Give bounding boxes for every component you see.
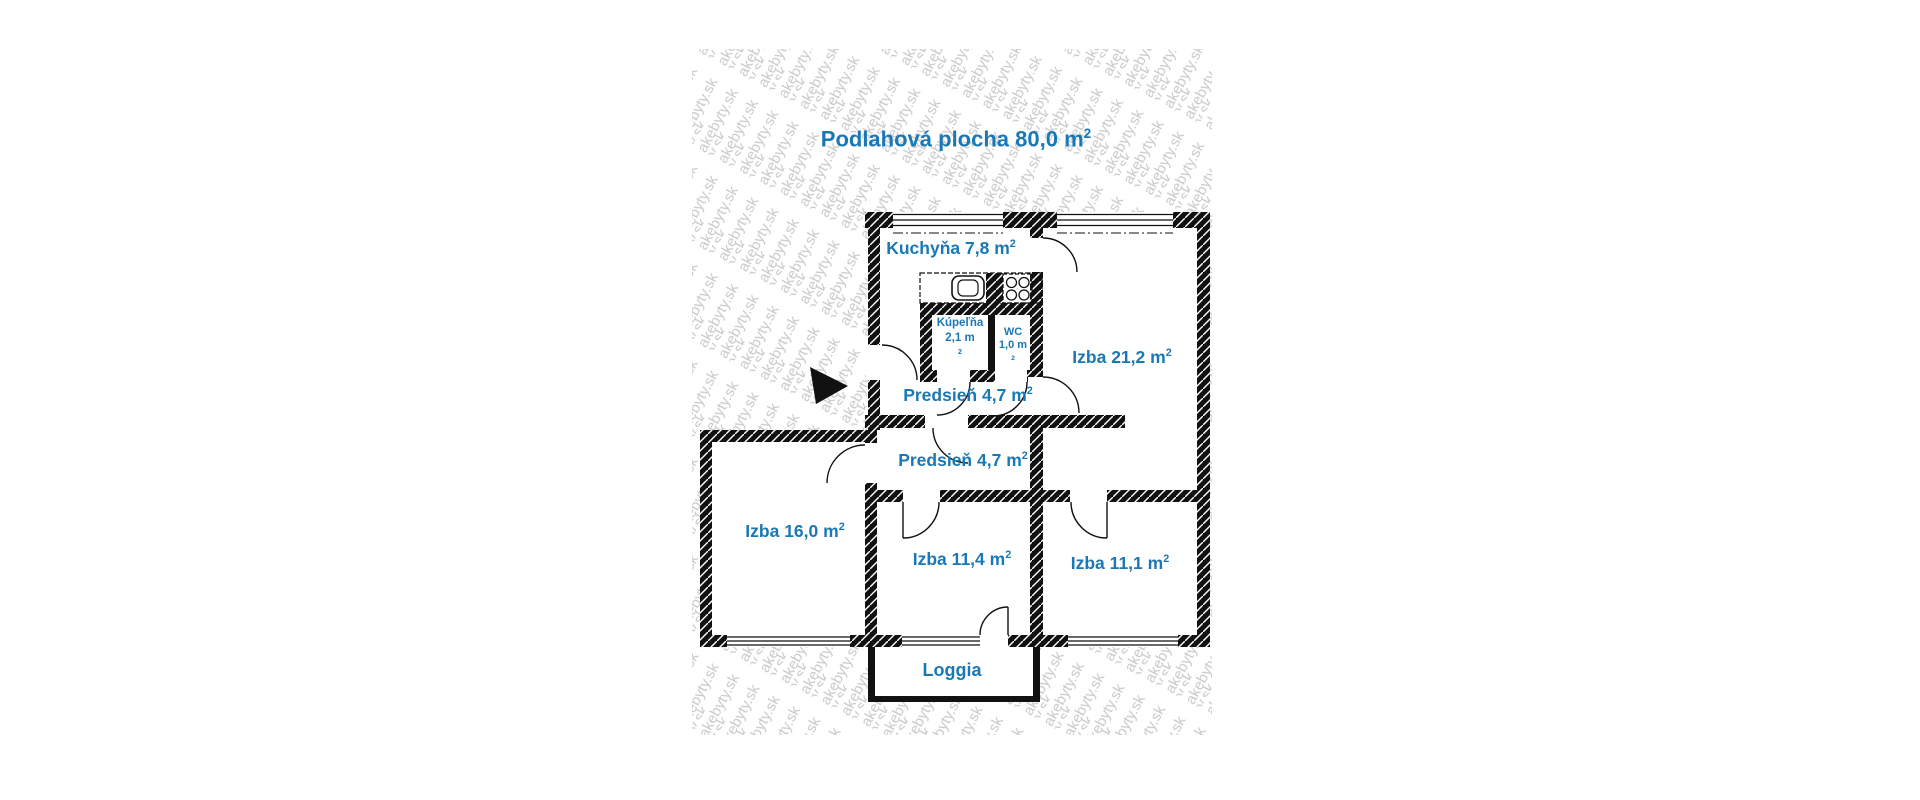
sink-icon	[957, 279, 979, 297]
room-label-izba-11-4: Izba 11,4 m2	[912, 549, 1012, 569]
room-label-predsien-horna: Predsieň 4,7 m2	[903, 385, 1033, 405]
room-label-predsien-dolna: Predsieň 4,7 m2	[898, 450, 1028, 470]
door-opening	[1070, 488, 1107, 504]
floor-plan-svg	[700, 212, 1210, 702]
door-opening	[1028, 377, 1045, 415]
window	[902, 635, 980, 647]
door-arc	[902, 501, 940, 539]
door-arc	[936, 381, 971, 416]
door-opening	[1028, 238, 1045, 272]
door-openings-group	[863, 238, 1107, 649]
window	[893, 212, 1003, 228]
entrance-arrow-icon	[810, 367, 848, 404]
sink-icon	[951, 275, 985, 301]
room-label-izba-11-1: Izba 11,1 m2	[1070, 553, 1170, 573]
door-arc	[1042, 237, 1078, 273]
kitchen-fixtures-group	[919, 272, 1043, 304]
loggia-wall	[868, 696, 1040, 702]
room-label-izba-16: Izba 16,0 m2	[745, 521, 845, 541]
door-arc	[932, 427, 969, 464]
wall	[700, 430, 712, 647]
door-opening	[925, 413, 968, 430]
door-arc	[992, 381, 1028, 417]
room-label-loggia: Loggia	[922, 660, 982, 680]
window	[1057, 212, 1173, 228]
wall	[877, 490, 1197, 502]
wall	[700, 430, 877, 442]
door-opening	[995, 368, 1027, 384]
wall	[988, 315, 995, 370]
doors-group	[826, 237, 1108, 636]
wall	[920, 303, 932, 382]
door-arc	[1070, 501, 1108, 539]
kitchen-counter	[919, 272, 1043, 304]
room-label-izba-21: Izba 21,2 m2	[1072, 347, 1172, 367]
door-opening	[903, 488, 940, 504]
wall	[920, 303, 1030, 315]
loggia-wall	[868, 647, 875, 702]
wall	[1197, 212, 1210, 647]
stove-icon	[1002, 273, 1033, 304]
wall	[1030, 228, 1043, 647]
room-label-kuchyna: Kuchyňa 7,8 m2	[886, 238, 1016, 258]
door-arc	[826, 444, 866, 484]
door-arc	[881, 344, 918, 381]
windows-group	[727, 212, 1178, 647]
wall	[868, 212, 880, 430]
vent-shaft	[986, 273, 1003, 303]
door-opening	[937, 368, 970, 384]
door-opening	[980, 633, 1008, 649]
loggia-wall	[1033, 647, 1040, 702]
door-opening	[863, 443, 879, 483]
door-opening	[866, 345, 882, 380]
wall	[1043, 415, 1125, 428]
door-arc	[979, 606, 1009, 636]
page-title: Podlahová plocha 80,0 m2	[820, 126, 1092, 152]
window	[1068, 635, 1178, 647]
window	[727, 635, 850, 647]
door-arc	[1042, 376, 1080, 414]
